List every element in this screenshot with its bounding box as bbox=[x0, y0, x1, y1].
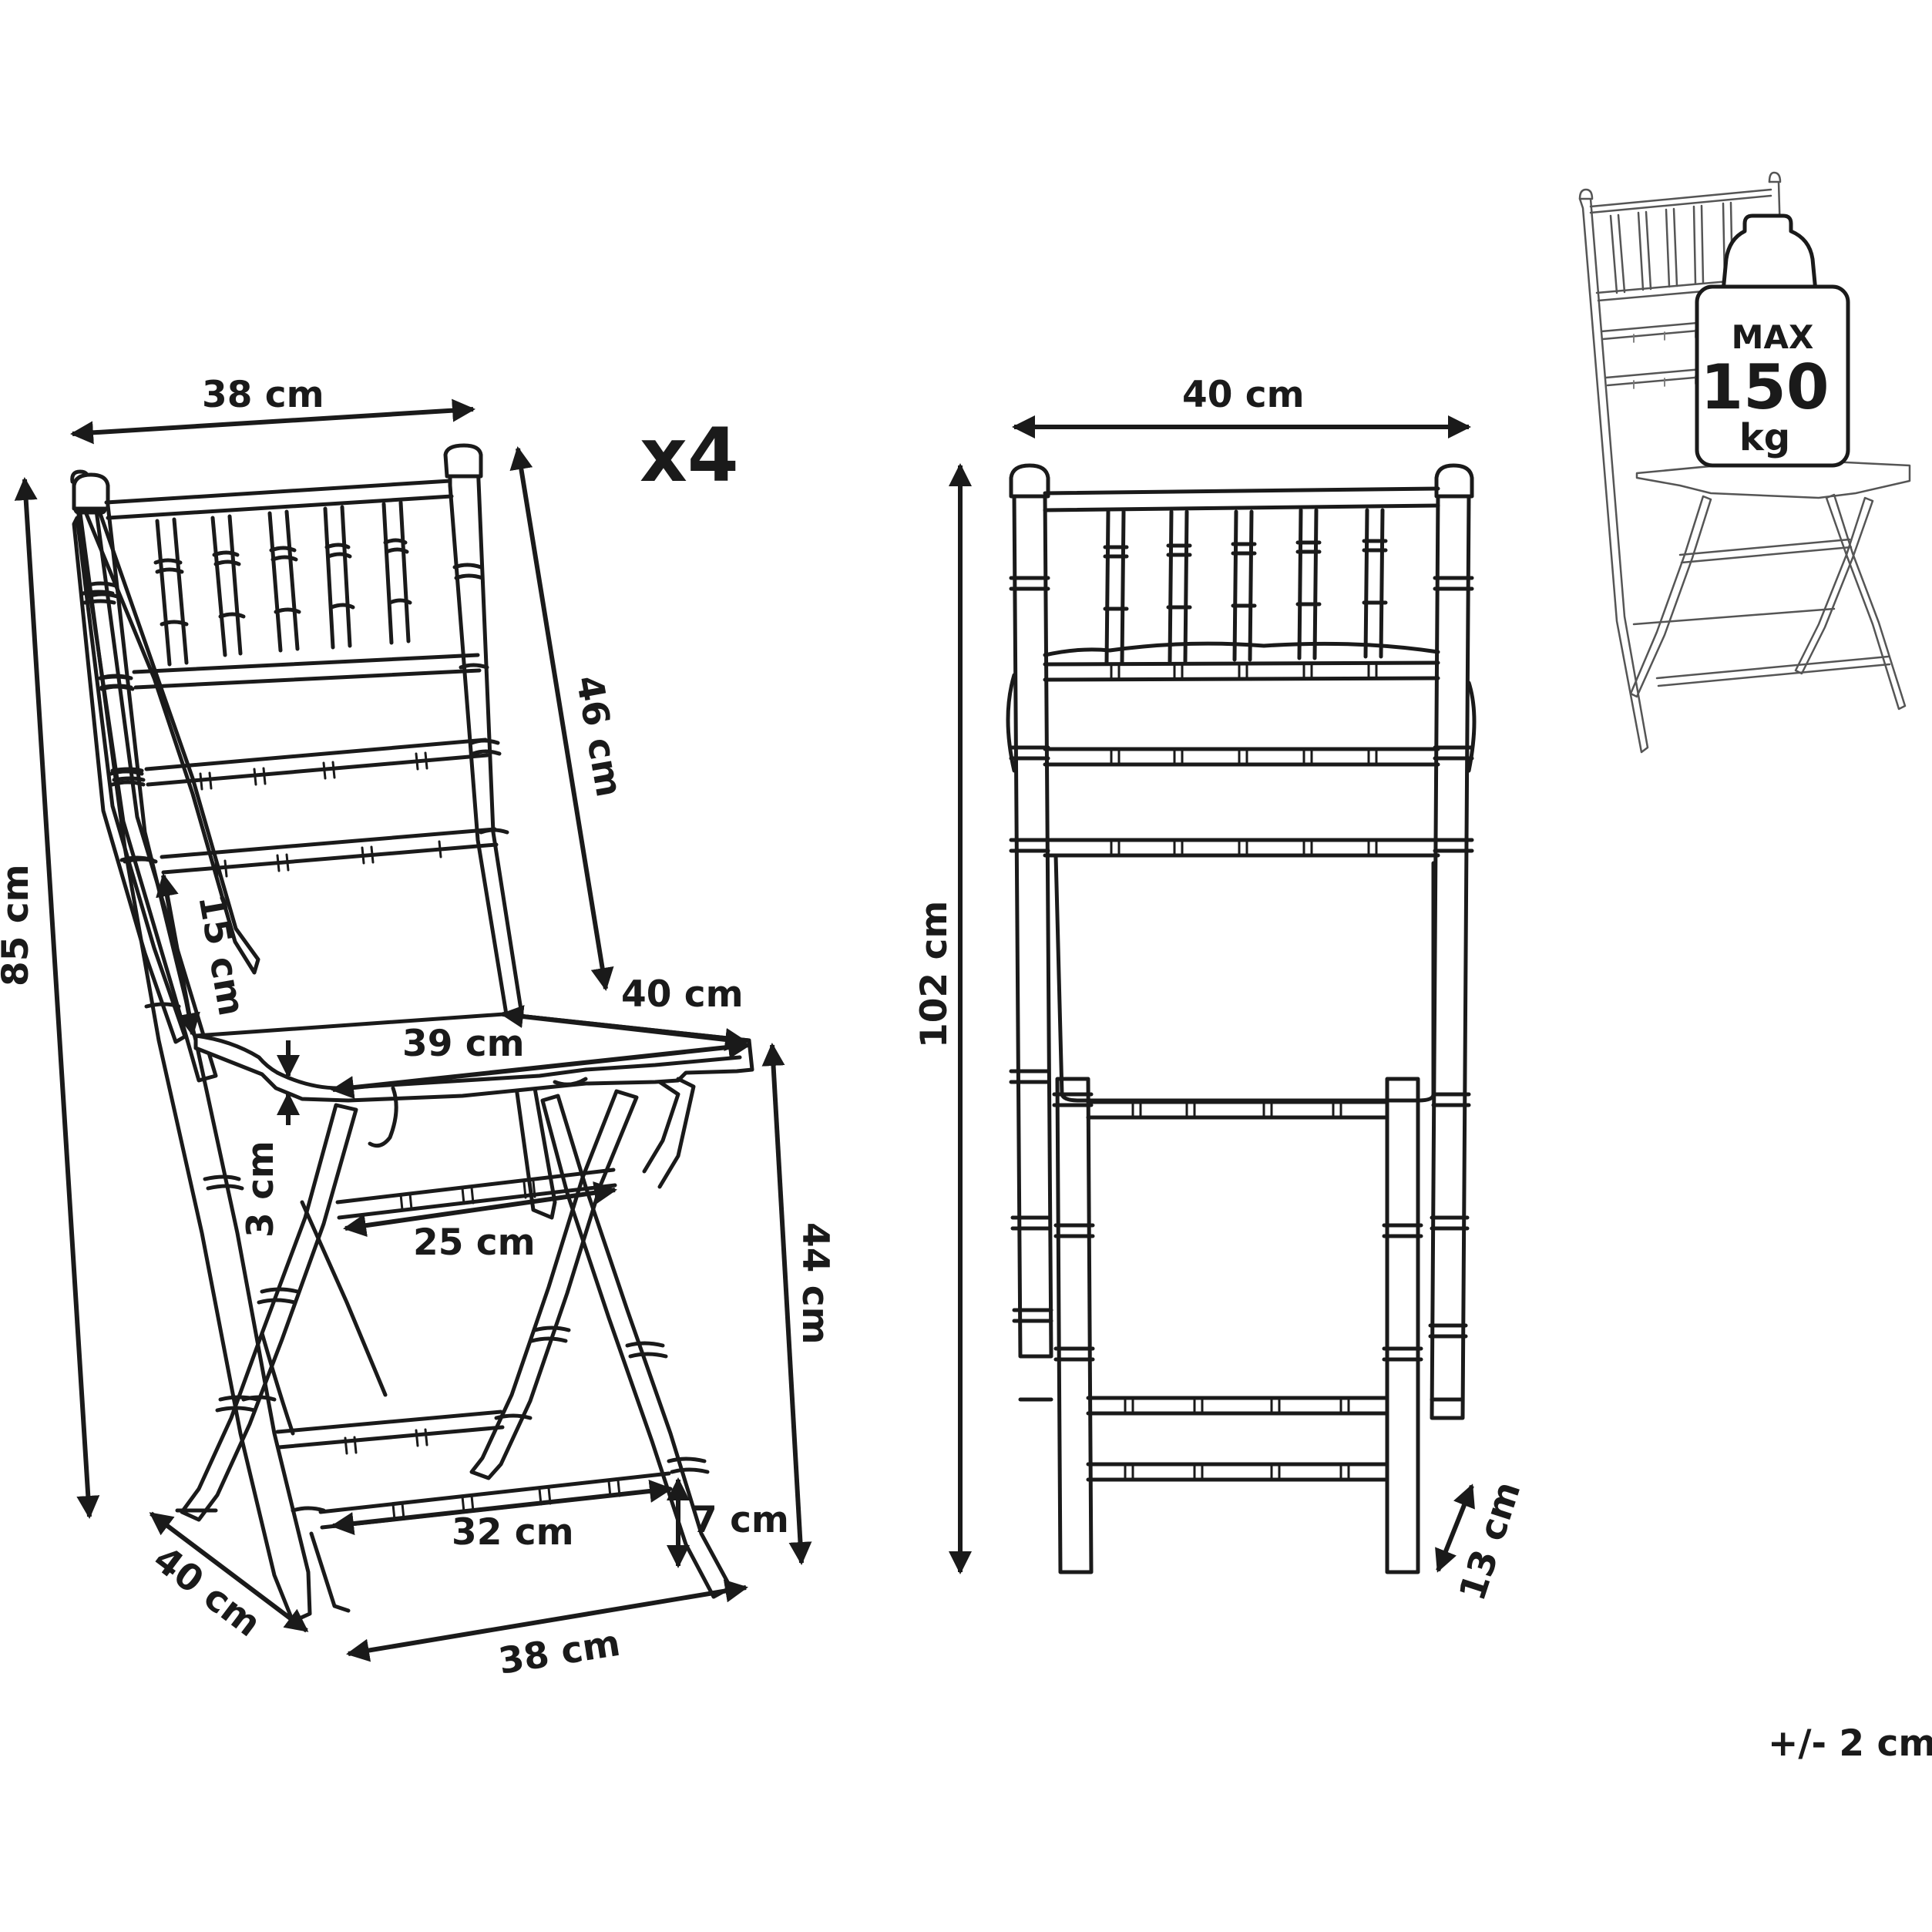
seat-width-label: 39 cm bbox=[402, 1023, 525, 1065]
left-back-post bbox=[70, 469, 260, 1191]
lower-rung-width-label: 32 cm bbox=[452, 1511, 574, 1554]
top-width-label: 38 cm bbox=[202, 374, 324, 416]
folded-width-label: 40 cm bbox=[1182, 374, 1305, 416]
folded-view-chair: 40 cm 102 cm 13 cm bbox=[913, 374, 1529, 1606]
side-view-chair: 38 cm 46 cm 85 cm 15 cm 40 cm 39 cm 3 cm… bbox=[0, 374, 836, 1683]
folded-height-label: 102 cm bbox=[913, 901, 956, 1048]
seat-height-label: 44 cm bbox=[794, 1222, 836, 1345]
capacity-unit-label: kg bbox=[1739, 416, 1790, 459]
backrest-height-label: 46 cm bbox=[567, 673, 630, 801]
total-height-label: 85 cm bbox=[0, 864, 37, 986]
seat-thickness-label: 3 cm bbox=[240, 1141, 282, 1238]
folded-depth-label: 13 cm bbox=[1451, 1477, 1529, 1606]
back-to-seat-gap-label: 15 cm bbox=[190, 892, 253, 1020]
base-width-label: 38 cm bbox=[496, 1622, 623, 1683]
capacity-value-label: 150 bbox=[1701, 351, 1830, 423]
side-view-labels: 38 cm 46 cm 85 cm 15 cm 40 cm 39 cm 3 cm… bbox=[0, 374, 836, 1683]
side-view-dimension-arrows bbox=[14, 398, 812, 1662]
capacity-max-label: MAX bbox=[1732, 318, 1814, 356]
quantity-label: x4 bbox=[640, 412, 739, 499]
foot-height-label: 7 cm bbox=[692, 1499, 789, 1541]
capacity-illustration: MAX 150 kg bbox=[1578, 171, 1911, 754]
tolerance-label: +/- 2 cm bbox=[1768, 1722, 1932, 1765]
seat-depth-label: 40 cm bbox=[621, 973, 744, 1016]
upper-rung-width-label: 25 cm bbox=[413, 1221, 536, 1264]
